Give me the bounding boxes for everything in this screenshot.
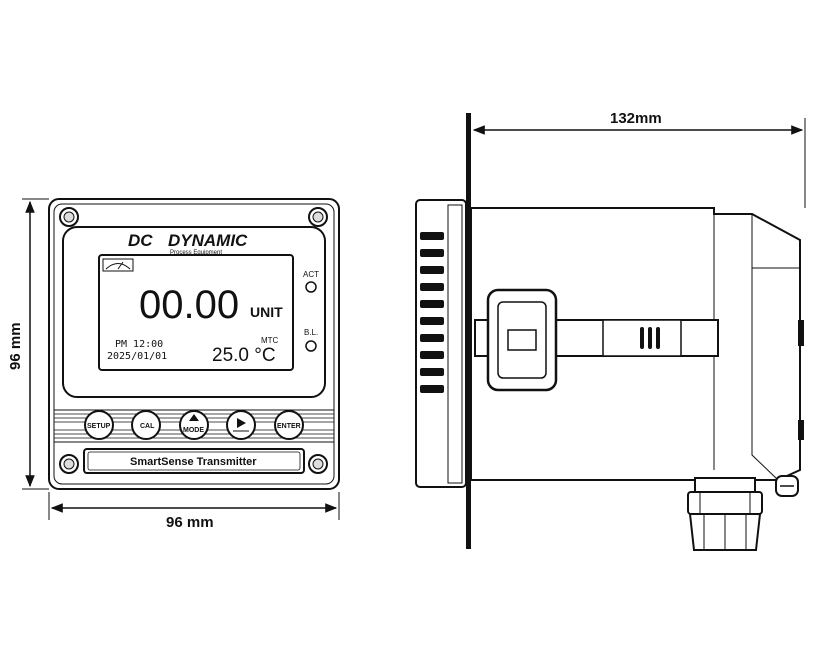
cal-key[interactable]: CAL [131, 410, 161, 440]
product-label: SmartSense Transmitter [130, 456, 257, 468]
indicator-bl-led [305, 340, 317, 352]
screw-icon [308, 207, 328, 227]
depth-label: 132mm [610, 110, 662, 127]
indicator-act-led [305, 281, 317, 293]
signal-gauge-icon [102, 258, 134, 272]
screw-icon [308, 454, 328, 474]
screw-icon [59, 454, 79, 474]
temperature-reading: 25.0 °C [212, 345, 276, 366]
height-dimension: 96 mm [7, 198, 49, 490]
svg-text:ENTER: ENTER [277, 423, 301, 430]
right-key[interactable] [226, 410, 256, 440]
up-arrow-icon [189, 414, 199, 421]
brand-tagline: Process Equipment [170, 250, 222, 256]
main-reading: 00.00 [139, 283, 239, 327]
svg-text:MODE: MODE [183, 427, 204, 434]
side-view [415, 113, 804, 551]
brand-name: DYNAMIC [168, 231, 248, 250]
svg-text:SETUP: SETUP [87, 423, 111, 430]
height-label: 96 mm [7, 322, 24, 370]
setup-key[interactable]: SETUP [84, 410, 114, 440]
screw-icon [59, 207, 79, 227]
brand-logo: DC [128, 231, 153, 250]
clock-time: PM 12:00 [115, 339, 163, 350]
width-dimension: 96 mm [48, 492, 340, 531]
cable-gland [687, 477, 763, 551]
front-view: DC DYNAMIC Process Equipment 00.00 UNIT … [48, 198, 340, 490]
indicator-bl-label: B.L. [304, 328, 318, 337]
enter-key[interactable]: ENTER [274, 410, 304, 440]
ground-tab [775, 475, 799, 497]
indicator-act-label: ACT [303, 270, 319, 279]
svg-text:CAL: CAL [140, 423, 155, 430]
width-label: 96 mm [166, 514, 214, 531]
right-arrow-icon [237, 418, 246, 428]
clock-date: 2025/01/01 [107, 351, 167, 362]
reading-unit: UNIT [250, 304, 283, 320]
mode-key[interactable]: MODE [179, 410, 209, 440]
temp-mode: MTC [261, 336, 279, 345]
depth-dimension: 132mm [472, 110, 806, 208]
